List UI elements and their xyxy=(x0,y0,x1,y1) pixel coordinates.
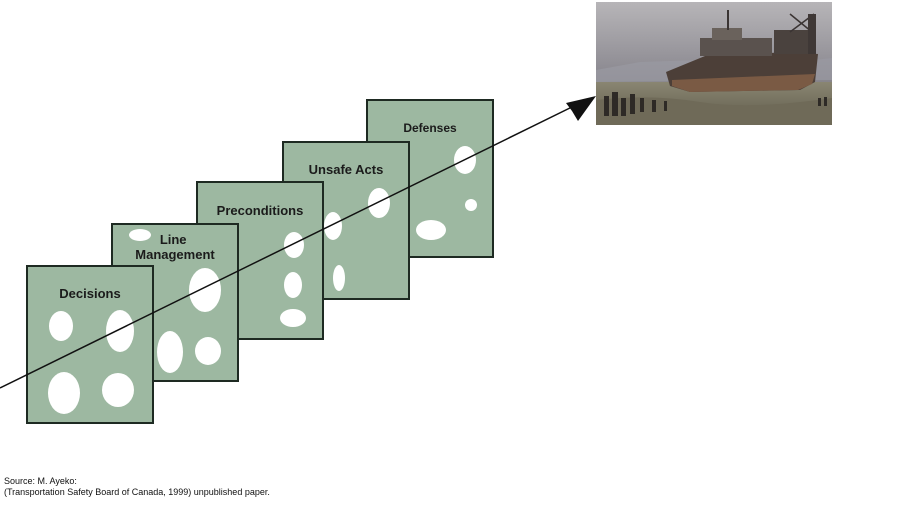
source-citation: Source: M. Ayeko: (Transportation Safety… xyxy=(4,476,270,498)
layer-label-decisions: Decisions xyxy=(59,286,120,301)
hole xyxy=(324,212,342,240)
hole xyxy=(280,309,306,327)
hole xyxy=(416,220,446,240)
holes xyxy=(280,232,306,327)
hole xyxy=(102,373,134,407)
shipwreck-photo xyxy=(596,2,832,125)
arrowhead-icon xyxy=(566,96,596,121)
source-line-2: (Transportation Safety Board of Canada, … xyxy=(4,487,270,497)
hole xyxy=(195,337,221,365)
source-line-1: Source: M. Ayeko: xyxy=(4,476,77,486)
holes xyxy=(129,229,221,373)
layer-label-preconditions: Preconditions xyxy=(217,203,304,218)
hole xyxy=(368,188,390,218)
hole xyxy=(49,311,73,341)
hole xyxy=(333,265,345,291)
layer-label-defenses: Defenses xyxy=(403,121,457,135)
hole xyxy=(465,199,477,211)
layer-label-line-management: Line Management xyxy=(135,232,215,262)
hole xyxy=(48,372,80,414)
hole xyxy=(129,229,151,241)
layer-label-unsafe-acts: Unsafe Acts xyxy=(309,162,384,177)
hole xyxy=(157,331,183,373)
hole xyxy=(284,232,304,258)
holes xyxy=(324,188,390,291)
layer-decisions: Decisions xyxy=(26,265,154,424)
hole xyxy=(106,310,134,352)
accident-trajectory-arrow xyxy=(0,96,596,389)
hole xyxy=(284,272,302,298)
hole xyxy=(189,268,221,312)
holes xyxy=(48,310,134,414)
